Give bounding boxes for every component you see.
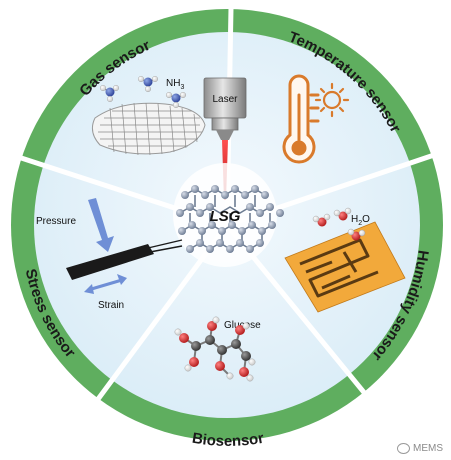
laser-head — [203, 77, 247, 140]
watermark-text: MEMS — [413, 443, 443, 454]
strain-arrow — [84, 274, 127, 294]
graphene-sheet-illustration — [91, 102, 206, 156]
strain-label: Strain — [98, 300, 124, 311]
pressure-arrow — [88, 198, 114, 252]
water-molecules — [312, 207, 366, 241]
glucose-label: Glucose — [224, 320, 261, 331]
lsg-graphene-center — [173, 163, 284, 267]
humidity-sensor-pad — [284, 221, 406, 313]
h2o-label: H2O — [351, 214, 370, 227]
laser-label: Laser — [212, 94, 238, 105]
pressure-label: Pressure — [36, 216, 76, 227]
watermark: MEMS — [397, 443, 443, 454]
wechat-logo-icon — [397, 443, 410, 454]
nh3-label: NH3 — [166, 78, 184, 91]
lsg-title: LSG — [210, 208, 241, 225]
strain-sensor-strip — [66, 239, 183, 280]
sun-icon — [314, 82, 350, 118]
ammonia-molecules — [99, 75, 186, 108]
thermometer-icon — [282, 74, 320, 164]
glucose-molecule — [174, 316, 256, 382]
biosensor-label: Biosensor — [191, 430, 266, 450]
